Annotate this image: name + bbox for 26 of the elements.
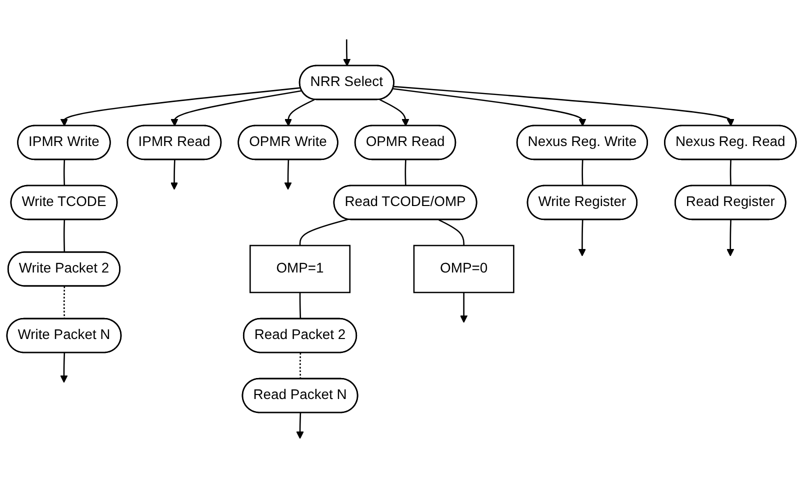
arrow [284,160,292,190]
node-box: OMP=0 [413,244,514,294]
arrow [296,412,304,439]
arrow [460,292,468,323]
connector [730,160,732,186]
connector [63,220,66,252]
arrow [394,86,734,126]
connector [404,160,406,186]
connector [299,292,302,320]
arrow [343,39,351,66]
connector [438,219,464,246]
arrow [60,352,68,383]
arrow [393,88,586,126]
connector [63,286,66,320]
connector [300,352,302,380]
connector [299,218,348,246]
node-box: OMP=1 [250,244,351,294]
arrow [284,99,315,126]
arrow [578,220,586,256]
arrow [380,99,410,126]
connector [63,160,66,186]
arrow [170,160,178,190]
arrow [170,90,302,126]
connector [582,160,584,186]
arrow [60,87,301,126]
arrow [726,220,734,256]
